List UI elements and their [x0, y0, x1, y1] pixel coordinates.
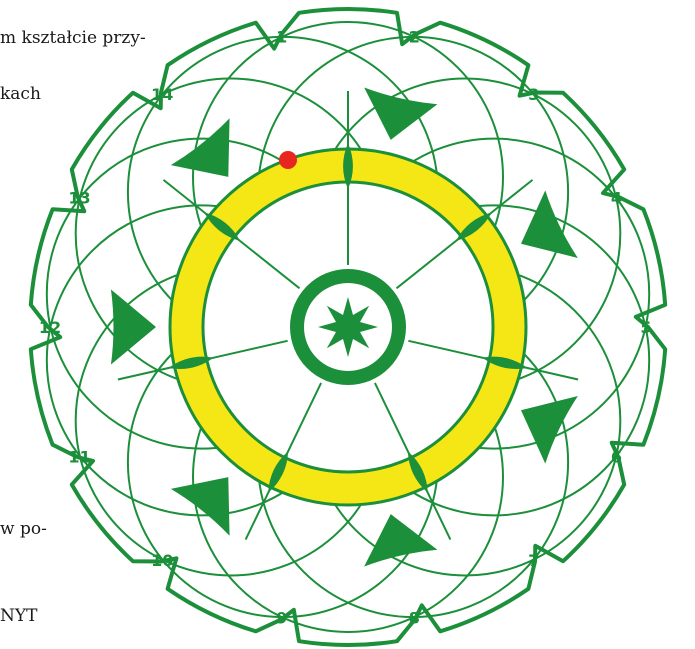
cell-number: 9	[276, 609, 287, 628]
cell-number: 6	[611, 447, 622, 466]
cell-number: 14	[151, 85, 173, 104]
red-marker-dot	[279, 151, 297, 169]
center-star	[318, 297, 378, 357]
cell-number: 3	[528, 85, 539, 104]
center-emblem	[290, 269, 406, 385]
cell-number: 1	[276, 28, 287, 47]
cell-number: 11	[68, 447, 90, 466]
cell-number: 13	[68, 189, 90, 208]
cell-number: 4	[611, 189, 622, 208]
cell-number: 12	[39, 318, 61, 337]
cell-number: 7	[528, 551, 539, 570]
cell-number: 10	[151, 551, 173, 570]
cell-number: 8	[409, 609, 420, 628]
cell-number: 2	[409, 28, 420, 47]
cell-number: 5	[640, 318, 651, 337]
